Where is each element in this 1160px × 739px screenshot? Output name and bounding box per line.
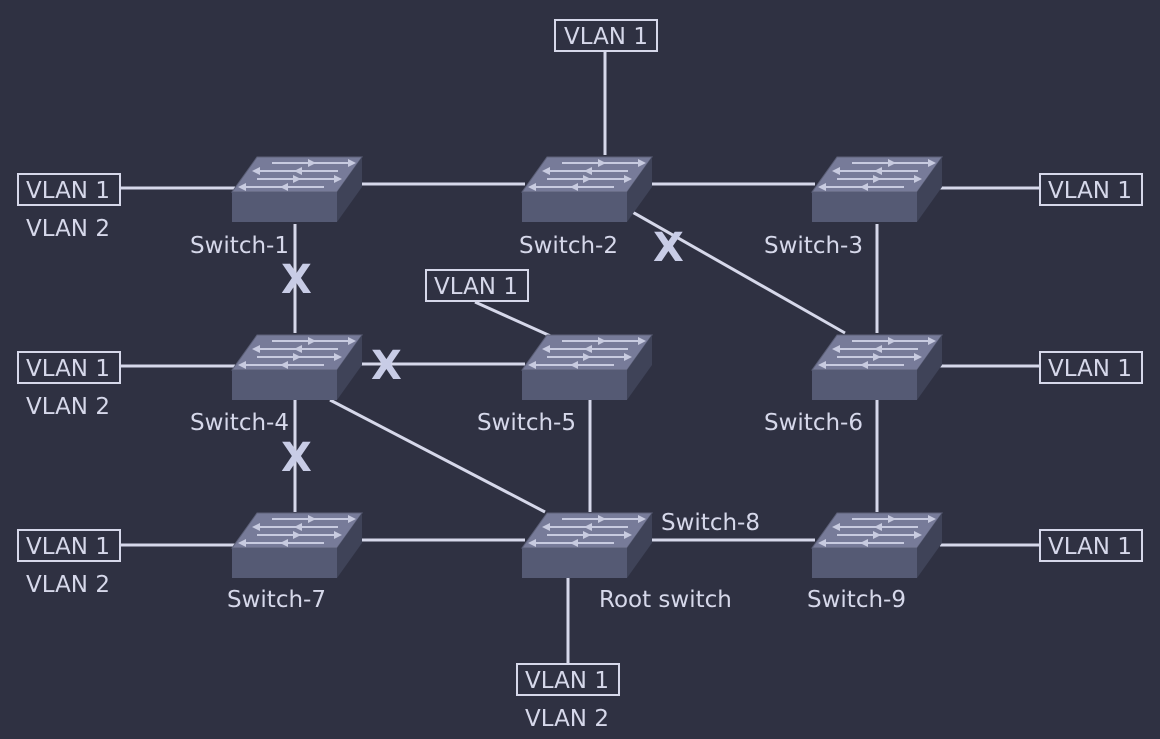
switch-9-label: Switch-9	[807, 587, 906, 613]
vlan-2-label: VLAN 2	[26, 572, 110, 598]
vlan-2-label: VLAN 2	[26, 394, 110, 420]
vlan-box-border	[17, 173, 121, 206]
vlan-2-label: VLAN 2	[26, 216, 110, 242]
switch-2-label: Switch-2	[519, 233, 618, 259]
vlan-box-sw6: VLAN 1	[1039, 351, 1143, 384]
switch-labels: Switch-1 Switch-2 Switch-3 Switch-4 Swit…	[190, 233, 906, 613]
vlan-box-sw9: VLAN 1	[1039, 529, 1143, 562]
vlan-box-border	[516, 663, 620, 696]
vlan-box-border	[1039, 173, 1143, 206]
vlan-1-label: VLAN 1	[26, 356, 110, 382]
vlan-box-border	[554, 19, 658, 52]
vlan-box-sw8: VLAN 1 VLAN 2	[516, 663, 620, 732]
switch-icon	[231, 334, 363, 401]
vlan-1-label: VLAN 1	[26, 178, 110, 204]
switch-icon	[811, 156, 943, 223]
vlan-box-border	[17, 351, 121, 384]
switch-icon	[231, 156, 363, 223]
switch-icon	[521, 334, 653, 401]
links	[293, 182, 879, 542]
vlan-box-sw2: VLAN 1	[554, 19, 658, 52]
blocked-port-marker-sw1-sw4: X	[281, 257, 312, 303]
vlan-box-sw7: VLAN 1 VLAN 2	[17, 529, 121, 598]
blocked-port-marker-sw4-sw7: X	[281, 435, 312, 481]
switch-2[interactable]	[521, 156, 653, 223]
vlan-1-label: VLAN 1	[1048, 356, 1132, 382]
switch-4-label: Switch-4	[190, 410, 289, 436]
switch-5[interactable]	[521, 334, 653, 401]
vlan-box-sw3: VLAN 1	[1039, 173, 1143, 206]
vlan-box-border	[1039, 351, 1143, 384]
switch-icon	[811, 334, 943, 401]
vlan-box-sw5: VLAN 1	[425, 269, 529, 302]
vlan-1-label: VLAN 1	[525, 668, 609, 694]
link-sw2-sw6	[619, 203, 846, 335]
switch-icon	[231, 512, 363, 579]
switch-5-label: Switch-5	[477, 410, 576, 436]
switch-1-label: Switch-1	[190, 233, 289, 259]
switch-6[interactable]	[811, 334, 943, 401]
switch-3[interactable]	[811, 156, 943, 223]
switch-icon	[521, 156, 653, 223]
switch-icon	[521, 512, 653, 579]
vlan-box-border	[17, 529, 121, 562]
vlan-box-sw4: VLAN 1 VLAN 2	[17, 351, 121, 420]
switch-8-root[interactable]	[521, 512, 653, 579]
switch-7[interactable]	[231, 512, 363, 579]
switch-icon	[811, 512, 943, 579]
vlan-1-label: VLAN 1	[1048, 534, 1132, 560]
vlan-1-label: VLAN 1	[26, 534, 110, 560]
vlan-2-label: VLAN 2	[525, 706, 609, 732]
vlan-link-sw5	[474, 300, 556, 340]
switch-3-label: Switch-3	[764, 233, 863, 259]
link-sw4-sw8	[329, 398, 546, 514]
blocked-port-marker-sw2-sw6: X	[653, 225, 684, 271]
vlan-links	[120, 52, 1040, 664]
switch-4[interactable]	[231, 334, 363, 401]
switch-1[interactable]	[231, 156, 363, 223]
vlan-box-border	[425, 269, 529, 302]
vlan-1-label: VLAN 1	[1048, 178, 1132, 204]
vlan-1-label: VLAN 1	[434, 274, 518, 300]
switch-8-label: Switch-8	[661, 510, 760, 536]
blocked-port-marker-sw4-sw5: X	[371, 343, 402, 389]
root-switch-label: Root switch	[599, 587, 732, 613]
vlan-box-border	[1039, 529, 1143, 562]
vlan-box-sw1: VLAN 1 VLAN 2	[17, 173, 121, 242]
vlan-1-label: VLAN 1	[564, 24, 648, 50]
switch-6-label: Switch-6	[764, 410, 863, 436]
switch-7-label: Switch-7	[227, 587, 326, 613]
switch-9[interactable]	[811, 512, 943, 579]
blocked-ports: X X X X	[281, 225, 684, 481]
